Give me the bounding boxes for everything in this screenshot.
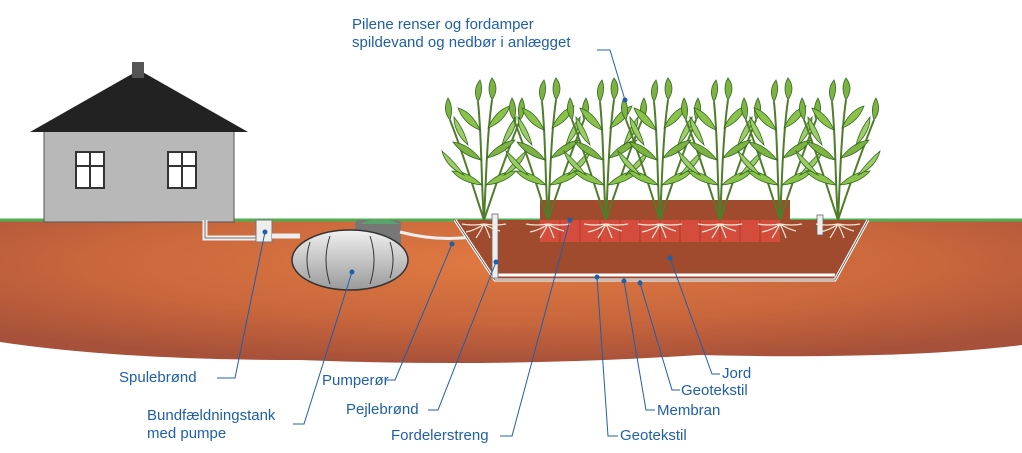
label-spulebroend: Spulebrønd [119, 369, 197, 386]
leader-dots [262, 97, 673, 286]
label-membran: Membran [657, 402, 721, 419]
willow-bed [453, 200, 870, 282]
house [30, 62, 248, 223]
label-bundfaeldningstank-line2: med pumpe [147, 425, 227, 442]
label-pumperoer: Pumperør [322, 372, 389, 389]
label-pilene-line2: spildevand og nedbør i anlægget [352, 34, 571, 51]
willows [441, 77, 881, 239]
label-jord: Jord [722, 365, 752, 382]
label-geotekstil-bottom: Geotekstil [620, 427, 687, 444]
label-bundfaeldningstank-line1: Bundfældningstank [147, 407, 276, 424]
bundfaeldningstank [291, 219, 409, 291]
house-window-left [75, 151, 105, 189]
label-bundfaeldningstank: Bundfældningstank med pumpe [147, 407, 275, 443]
label-pilene: Pilene renser og fordamper spildevand og… [352, 16, 570, 52]
label-fordelerstreng: Fordelerstreng [391, 427, 489, 444]
pejlebroend-pipe [491, 213, 499, 279]
label-pejlebroend: Pejlebrønd [346, 401, 419, 418]
house-window-right [167, 151, 197, 189]
leader-lines [217, 49, 720, 437]
label-pilene-line1: Pilene renser og fordamper [352, 16, 534, 33]
label-geotekstil-top: Geotekstil [681, 382, 748, 399]
